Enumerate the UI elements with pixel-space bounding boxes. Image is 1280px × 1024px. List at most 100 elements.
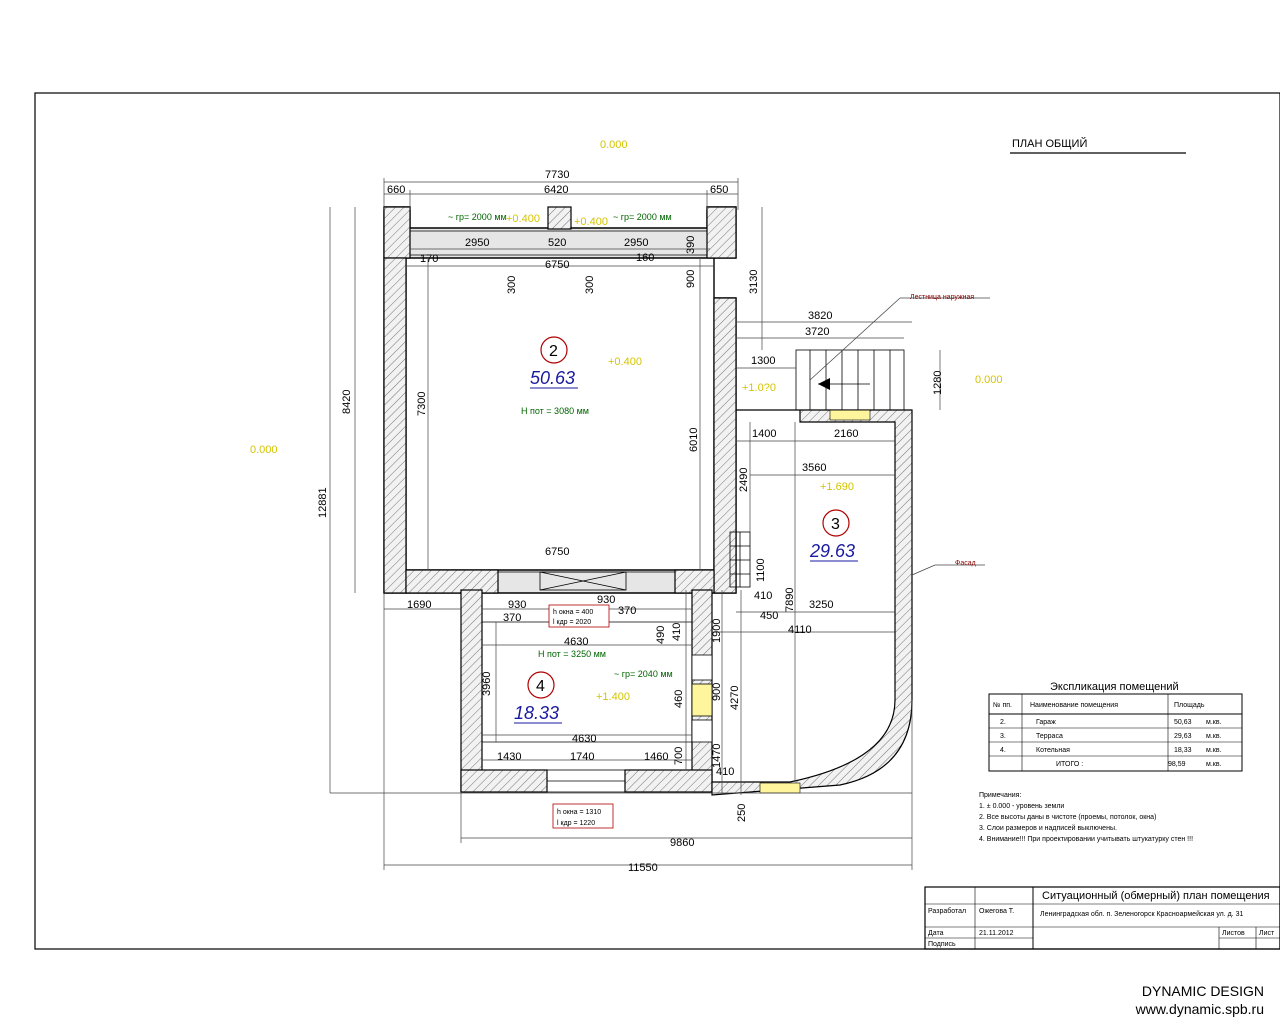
level-outside-right: 0.000: [975, 374, 1003, 386]
opening-2-line2: l кдр = 1220: [557, 820, 595, 827]
remark-3: 3. Слои размеров и надписей выключены.: [979, 824, 1117, 832]
title-block-developer-label: Разработал: [928, 907, 966, 915]
explication-header-name: Наименование помещения: [1030, 702, 1118, 709]
dim-1100: 1100: [755, 558, 767, 582]
explication-row-3-unit: м.кв.: [1206, 747, 1222, 754]
dim-v3130: 3130: [748, 270, 760, 294]
level-room-2: +0.400: [608, 356, 642, 368]
dim-1900: 1900: [711, 619, 723, 643]
level-outside-top: 0.000: [600, 139, 628, 151]
dim-370a: 370: [503, 612, 521, 624]
explication-table: Экспликация помещений № пп. Наименование…: [988, 681, 1243, 772]
dim-1400: 1400: [752, 428, 776, 440]
window-note-room4: ~ гр= 2040 мм: [614, 669, 673, 679]
room-3-walls: [711, 409, 913, 796]
dim-top-left: 660: [387, 184, 405, 196]
room-2-number: 2: [549, 343, 558, 360]
level-room-4: +1.400: [596, 691, 630, 703]
opening-label-1: h окна = 400 l кдр = 2020: [548, 604, 610, 628]
footer-credits: DYNAMIC DESIGN www.dynamic.spb.ru: [1136, 982, 1264, 1018]
room-2-height: Н пот = 3080 мм: [521, 406, 589, 416]
dim-250: 250: [736, 804, 748, 822]
dim-4630a: 4630: [564, 636, 588, 648]
dim-930b: 930: [597, 594, 615, 606]
dim-4270: 4270: [729, 686, 741, 710]
dim-900b: 900: [711, 683, 723, 701]
level-outside-left: 0.000: [250, 444, 278, 456]
explication-row-2-area: 29,63: [1174, 733, 1192, 740]
room-3-marker: 3 29.63: [809, 509, 858, 562]
dim-1430: 1430: [497, 751, 521, 763]
room-2-walls: [383, 206, 737, 594]
dim-v7300: 7300: [416, 392, 428, 416]
dim-bottom-inner: 6750: [545, 546, 569, 558]
opening-1-line1: h окна = 400: [553, 609, 593, 616]
dim-3560: 3560: [802, 462, 826, 474]
dim-490: 490: [655, 626, 667, 644]
dim-930a: 930: [508, 599, 526, 611]
explication-row-2-unit: м.кв.: [1206, 733, 1222, 740]
dim-3720: 3720: [805, 326, 829, 338]
dim-v8420: 8420: [341, 390, 353, 414]
room-4-area: 18.33: [514, 703, 559, 723]
sheet-frame: [34, 92, 1280, 950]
dim-410b: 410: [671, 623, 683, 641]
dim-3250: 3250: [809, 599, 833, 611]
explication-row-2-name: Терраса: [1036, 733, 1063, 740]
dim-1300: 1300: [751, 355, 775, 367]
explication-row-1-unit: м.кв.: [1206, 719, 1222, 726]
room-4-marker: 4 18.33 Н пот = 3250 мм: [514, 649, 606, 724]
leader-wall-label: Фасад: [955, 560, 976, 567]
dim-3960: 3960: [481, 672, 493, 696]
title-block-signature-label: Подпись: [928, 941, 956, 948]
dim-9860: 9860: [670, 837, 694, 849]
leader-stairs-label: Лестница наружная: [910, 294, 974, 301]
dim-v12881: 12881: [317, 487, 329, 518]
explication-title: Экспликация помещений: [1050, 681, 1179, 693]
title-block-address: Ленинградская обл. п. Зеленогорск Красно…: [1040, 910, 1244, 918]
dim-v900: 900: [685, 270, 697, 288]
explication-total-unit: м.кв.: [1206, 761, 1222, 768]
footer-brand: DYNAMIC DESIGN: [1141, 983, 1264, 999]
dim-1460: 1460: [644, 751, 668, 763]
dim-inner-d: 390: [685, 236, 697, 254]
room-4-height: Н пот = 3250 мм: [538, 649, 606, 659]
dim-inner-e: 170: [420, 253, 438, 265]
explication-total-value: 98,59: [1168, 761, 1186, 768]
dim-7890: 7890: [784, 588, 796, 612]
explication-row-3-area: 18,33: [1174, 747, 1192, 754]
remarks-heading: Примечания:: [979, 792, 1021, 799]
dim-v300a: 300: [506, 276, 518, 294]
explication-row-2-no: 3.: [1000, 733, 1006, 740]
opening-2-line1: h окна = 1310: [557, 809, 601, 816]
room-4-walls: [460, 589, 713, 793]
dim-inner-f: 6750: [545, 259, 569, 271]
level-room-3: +1.690: [820, 481, 854, 493]
dim-top-mid: 6420: [544, 184, 568, 196]
room-3-area: 29.63: [809, 541, 855, 561]
title-block-description: Ситуационный (обмерный) план помещения: [1042, 890, 1270, 902]
level-stairs-landing: +1.0?0: [742, 382, 776, 394]
dim-4630b: 4630: [572, 733, 596, 745]
sheet-title: ПЛАН ОБЩИЙ: [1012, 137, 1087, 150]
remark-1: 1. ± 0.000 - уровень земли: [979, 803, 1064, 810]
dimension-lines: [329, 178, 941, 870]
dim-2160: 2160: [834, 428, 858, 440]
dim-1690: 1690: [407, 599, 431, 611]
explication-row-1-area: 50,63: [1174, 719, 1192, 726]
room-4-number: 4: [536, 678, 545, 695]
remarks: Примечания: 1. ± 0.000 - уровень земли 2…: [979, 792, 1193, 843]
title-block: Ситуационный (обмерный) план помещения Л…: [924, 886, 1280, 950]
dim-inner-a: 2950: [465, 237, 489, 249]
dim-v300b: 300: [584, 276, 596, 294]
dim-top-total: 7730: [545, 169, 569, 181]
dim-410c: 410: [716, 766, 734, 778]
window-note-top-right: ~ гр= 2000 мм: [613, 212, 672, 222]
title-block-date-label: Дата: [928, 930, 944, 937]
explication-total-label: ИТОГО :: [1056, 761, 1083, 768]
level-window-top-left: +0.400: [506, 213, 540, 225]
footer-url[interactable]: www.dynamic.spb.ru: [1135, 1001, 1264, 1017]
dim-11550: 11550: [628, 862, 658, 874]
room-3-number: 3: [831, 516, 840, 533]
remark-2: 2. Все высоты даны в чистоте (проемы, по…: [979, 814, 1156, 821]
